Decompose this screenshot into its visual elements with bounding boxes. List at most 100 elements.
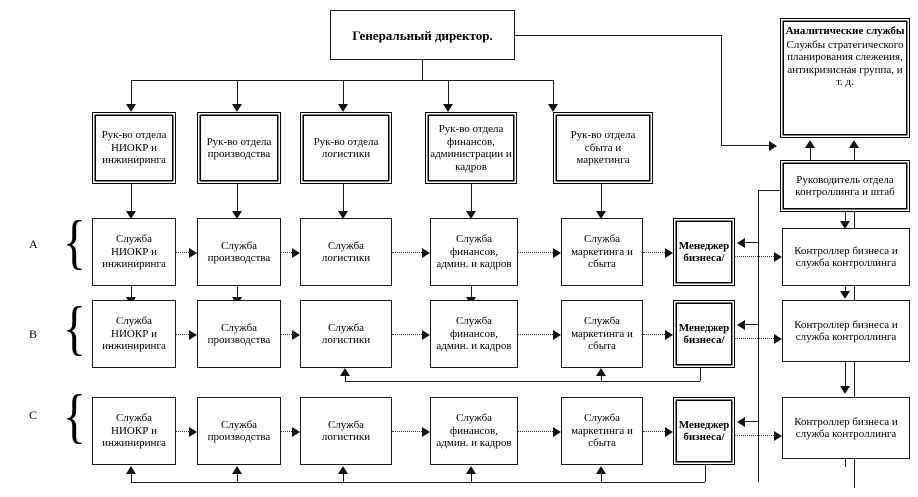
rowC-flow-1-2 [176, 431, 189, 432]
rowA-controller-to-manager-line [745, 242, 759, 243]
rowB-service-label-3: Служба логистики [321, 321, 371, 347]
bottom-feedback-arrow-4 [466, 466, 476, 474]
mid-feedback-riser-marketing [601, 376, 602, 381]
head-to-rowA-arrow-1 [126, 211, 136, 219]
controlhead-to-controllerA-stem [845, 212, 846, 224]
rowB-controller-label: Контроллер бизнеса и служба контроллинга [794, 318, 898, 344]
department-distribution-bus [131, 80, 553, 81]
rowB-manager-to-controller [735, 338, 774, 339]
bottom-feedback-right-riser [705, 465, 706, 482]
rowA-manager-to-controller-arrow [774, 252, 782, 262]
general-director-box: Генеральный директор. [330, 10, 515, 60]
controlling-head-box: Руководитель отдела контроллинга и штаб [780, 160, 910, 212]
department-head-box-5: Рук-во отдела сбыта и маркетинга [553, 112, 653, 184]
rowA-flow-3-4 [392, 252, 422, 253]
department-head-box-1: Рук-во отдела НИОКР и инжиниринга [92, 112, 176, 184]
rowC-service-label-1: Служба НИОКР и инжиниринга [102, 412, 166, 450]
bottom-feedback-riser-5 [601, 474, 602, 482]
bottom-feedback-riser-4 [471, 474, 472, 482]
rowA-service-label-2: Служба производства [207, 239, 271, 265]
right-collector-vertical [758, 190, 759, 482]
rowA-manager-box: Менеджер бизнеса/ [673, 218, 735, 286]
rowC-controller-to-manager-arrow [737, 417, 745, 427]
rowC-service-label-3: Служба логистики [321, 418, 371, 444]
analytics-feed-line-left [810, 148, 811, 162]
row-label-B: B [29, 327, 38, 341]
rowB-flow-arrow-4 [422, 330, 430, 340]
analytics-services-box: Аналитические службы Службы стратегическ… [780, 18, 910, 138]
rowB-flow-2-3 [281, 334, 292, 335]
controllerA-to-B-stem [845, 286, 846, 292]
rowC-flow-4-5 [518, 431, 553, 432]
rowB-flow-arrow-2 [189, 330, 197, 340]
rowA-manager-label: Менеджер бизнеса/ [678, 239, 730, 265]
rowA-service-box-3: Служба логистики [300, 218, 392, 286]
rowA-flow-arrow-5 [553, 248, 561, 258]
dept-arrow-5 [548, 104, 558, 112]
rowC-service-box-4: Служба финансов, админ. и кадров [430, 397, 518, 465]
mid-feedback-riser-logistics [345, 376, 346, 381]
dept-arrow-4 [443, 104, 453, 112]
controllerA-to-B-arrow [840, 291, 850, 299]
rowC-flow-5-manager [643, 431, 665, 432]
rowC-flow-arrow-5 [553, 427, 561, 437]
head-to-rowA-stem-2 [237, 184, 238, 214]
rowA-service-box-5: Служба маркетинга и сбыта [561, 218, 643, 286]
rowA-flow-2-3 [281, 252, 292, 253]
rowC-manager-to-controller [735, 435, 774, 436]
rowA-flow-arrow-4 [422, 248, 430, 258]
rowA-service-label-3: Служба логистики [321, 239, 371, 265]
dept-drop-5 [553, 80, 554, 107]
director-right-lead [515, 35, 721, 36]
department-head-label-4: Рук-во отдела финансов, администрации и … [430, 123, 512, 173]
department-head-box-2: Рук-во отдела производства [197, 112, 281, 184]
dept-drop-2 [237, 80, 238, 107]
bottom-feedback-riser-2 [237, 474, 238, 482]
dept-arrow-3 [338, 104, 348, 112]
rowB-flow-3-4 [392, 334, 422, 335]
rowC-flow-arrow-3 [292, 427, 300, 437]
rowB-controller-to-manager-arrow [737, 320, 745, 330]
analytics-heading: Аналитические службы [785, 25, 905, 37]
bottom-feedback-arrow-5 [596, 466, 606, 474]
rowB-controller-box: Контроллер бизнеса и служба контроллинга [782, 300, 910, 362]
rowA-service-box-4: Служба финансов, админ. и кадров [430, 218, 518, 286]
bottom-feedback-arrow-1 [126, 466, 136, 474]
row-label-A: A [29, 237, 38, 251]
rowC-flow-arrow-2 [189, 427, 197, 437]
rowB-service-label-1: Служба НИОКР и инжиниринга [102, 315, 166, 353]
controlling-head-label: Руководитель отдела контроллинга и штаб [795, 173, 895, 199]
head-to-rowA-arrow-4 [466, 211, 476, 219]
department-head-label-5: Рук-во отдела сбыта и маркетинга [570, 129, 636, 167]
analytics-body: Службы стратегического планирования слеж… [786, 38, 904, 89]
rowA-service-label-4: Служба финансов, админ. и кадров [436, 233, 512, 271]
rowA-service-box-2: Служба производства [197, 218, 281, 286]
mid-feedback-source-drop [700, 368, 701, 381]
rowB-service-label-4: Служба финансов, админ. и кадров [436, 315, 512, 353]
rowB-service-label-5: Служба маркетинга и сбыта [571, 315, 633, 353]
director-down-stem [422, 60, 423, 80]
rowC-controller-to-manager-line [745, 421, 759, 422]
right-collector-top-link [758, 190, 782, 191]
bottom-feedback-arrow-3 [338, 466, 348, 474]
rowA-service-label-5: Служба маркетинга и сбыта [571, 233, 633, 271]
rowB-flow-5-manager [643, 334, 665, 335]
controllerB-to-C-arrow [840, 386, 850, 394]
rowB-service-box-4: Служба финансов, админ. и кадров [430, 300, 518, 368]
rowB-flow-4-5 [518, 334, 553, 335]
rowB-service-box-3: Служба логистики [300, 300, 392, 368]
department-head-box-4: Рук-во отдела финансов, администрации и … [425, 112, 517, 184]
rowC-service-box-2: Служба производства [197, 397, 281, 465]
rowB-service-box-5: Служба маркетинга и сбыта [561, 300, 643, 368]
rowB-service-label-2: Служба производства [207, 321, 271, 347]
row-brace-A: { [62, 209, 86, 275]
head-to-rowA-arrow-5 [596, 211, 606, 219]
controllerB-to-C-stem [845, 362, 846, 387]
controllerC-return-stem [845, 459, 846, 467]
general-director-label: Генеральный директор. [352, 27, 493, 43]
rowA-flow-1-2 [176, 252, 189, 253]
rowA-flow-4-5 [518, 252, 553, 253]
rowA-flow-arrow-manager [665, 248, 673, 258]
rowC-controller-label: Контроллер бизнеса и служба контроллинга [794, 415, 898, 441]
